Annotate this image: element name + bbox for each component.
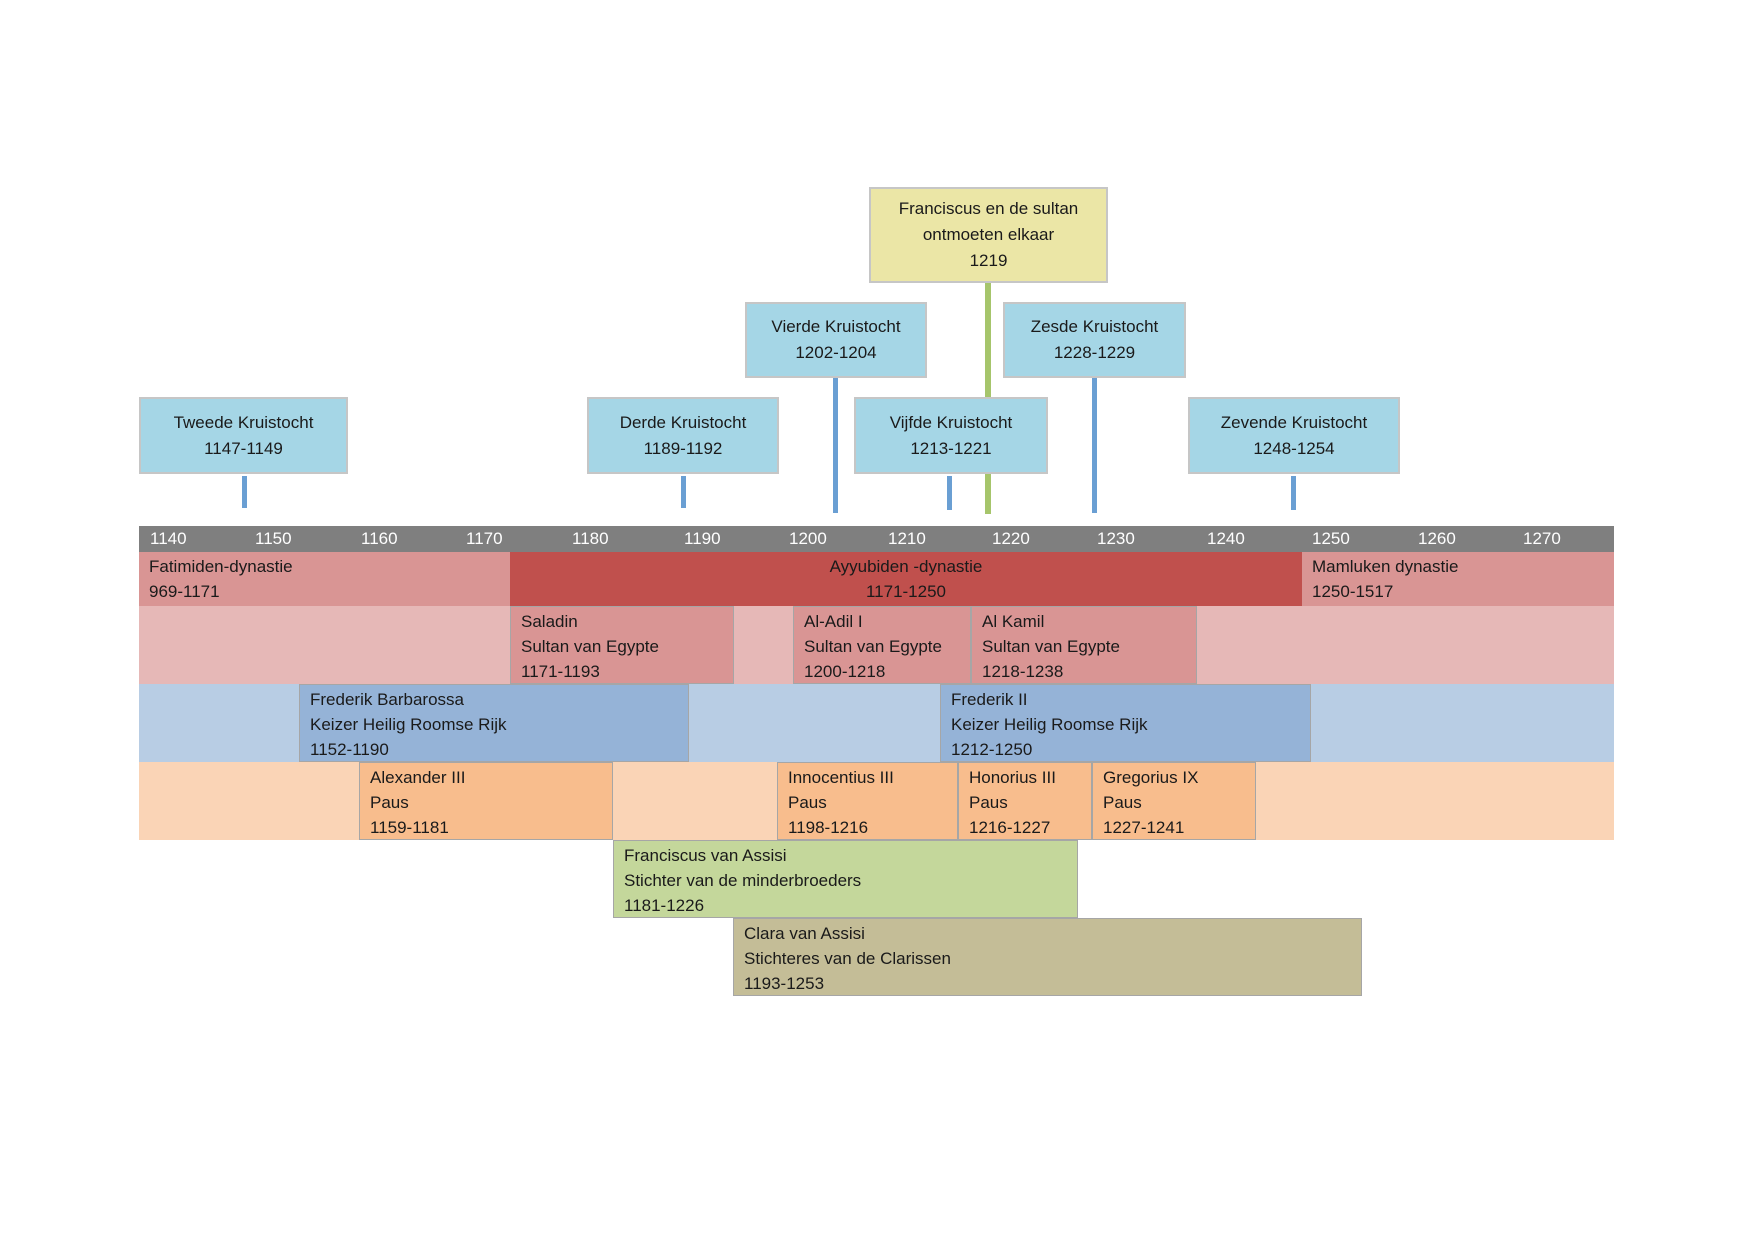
- axis-tick: 1210: [888, 529, 926, 548]
- period-name: Frederik Barbarossa: [310, 690, 465, 709]
- period-role: Paus: [1103, 793, 1142, 812]
- period-name: Saladin: [521, 612, 578, 631]
- period-date: 1171-1193: [521, 662, 600, 681]
- period-fatimids: Fatimiden-dynastie 969-1171: [139, 552, 510, 606]
- period-clara: Clara van Assisi Stichteres van de Clari…: [733, 918, 1362, 996]
- event-date: 1248-1254: [1253, 438, 1335, 458]
- period-role: Keizer Heilig Roomse Rijk: [951, 715, 1148, 734]
- connector-line: [242, 476, 247, 508]
- period-date: 1181-1226: [624, 896, 705, 915]
- period-date: 1218-1238: [982, 662, 1064, 681]
- period-name: Al-Adil I: [804, 612, 863, 631]
- axis-tick: 1160: [361, 529, 398, 548]
- period-al-kamil: Al Kamil Sultan van Egypte 1218-1238: [971, 606, 1197, 684]
- axis-tick: 1140: [150, 529, 187, 548]
- period-mamluks: Mamluken dynastie 1250-1517: [1302, 552, 1614, 606]
- period-name: Fatimiden-dynastie: [149, 557, 293, 576]
- event-date: 1213-1221: [910, 438, 992, 458]
- event-date: 1147-1149: [204, 438, 283, 458]
- event-box: Derde Kruistocht 1189-1192: [587, 397, 779, 474]
- period-date: 1171-1250: [865, 582, 947, 601]
- event-box-meeting: Franciscus en de sultan ontmoeten elkaar…: [869, 187, 1108, 283]
- connector-line: [947, 476, 952, 510]
- period-frederik-barbarossa: Frederik Barbarossa Keizer Heilig Roomse…: [299, 684, 689, 762]
- period-name: Clara van Assisi: [744, 924, 865, 943]
- period-name: Innocentius III: [788, 768, 894, 787]
- time-axis: 1140 1150 1160 1170 1180 1190 1200 1210 …: [139, 526, 1614, 552]
- event-date: 1189-1192: [643, 438, 723, 458]
- connector-line: [681, 476, 686, 508]
- connector-line: [1291, 476, 1296, 510]
- axis-tick: 1190: [684, 529, 721, 548]
- axis-tick: 1220: [992, 529, 1030, 548]
- event-date: 1202-1204: [795, 343, 877, 362]
- period-name: Honorius III: [969, 768, 1056, 787]
- period-date: 1227-1241: [1103, 818, 1185, 837]
- event-box: Tweede Kruistocht 1147-1149: [139, 397, 348, 474]
- event-title: Zevende Kruistocht: [1220, 412, 1368, 432]
- event-box: Vierde Kruistocht 1202-1204: [745, 302, 927, 378]
- period-date: 1250-1517: [1312, 582, 1394, 601]
- period-role: Keizer Heilig Roomse Rijk: [310, 715, 507, 734]
- axis-tick: 1170: [466, 529, 503, 548]
- period-innocentius-iii: Innocentius III Paus 1198-1216: [777, 762, 958, 840]
- event-title: Derde Kruistocht: [619, 412, 747, 432]
- axis-tick: 1150: [255, 529, 292, 548]
- period-role: Paus: [788, 793, 827, 812]
- period-name: Ayyubiden -dynastie: [829, 557, 983, 576]
- period-alexander-iii: Alexander III Paus 1159-1181: [359, 762, 613, 840]
- period-name: Gregorius IX: [1103, 768, 1199, 787]
- event-title: Franciscus en de sultan: [898, 199, 1079, 218]
- period-honorius-iii: Honorius III Paus 1216-1227: [958, 762, 1092, 840]
- event-date: 1219: [969, 251, 1008, 270]
- axis-tick: 1250: [1312, 529, 1350, 548]
- period-role: Paus: [969, 793, 1008, 812]
- period-role: Stichteres van de Clarissen: [744, 949, 951, 968]
- period-date: 1159-1181: [370, 818, 449, 837]
- period-role: Sultan van Egypte: [982, 637, 1120, 656]
- event-title: Tweede Kruistocht: [173, 412, 314, 432]
- period-ayyubids: Ayyubiden -dynastie 1171-1250: [510, 552, 1302, 606]
- period-role: Paus: [370, 793, 409, 812]
- period-date: 1193-1253: [744, 974, 825, 993]
- axis-tick: 1230: [1097, 529, 1135, 548]
- axis-tick: 1180: [572, 529, 609, 548]
- period-date: 1212-1250: [951, 740, 1033, 759]
- period-date: 1198-1216: [788, 818, 869, 837]
- period-role: Sultan van Egypte: [521, 637, 659, 656]
- period-date: 969-1171: [149, 582, 220, 601]
- connector-line: [833, 378, 838, 513]
- period-name: Alexander III: [370, 768, 466, 787]
- axis-tick: 1270: [1523, 529, 1561, 548]
- period-date: 1152-1190: [310, 740, 389, 759]
- event-box: Zevende Kruistocht 1248-1254: [1188, 397, 1400, 474]
- axis-tick: 1240: [1207, 529, 1245, 548]
- axis-tick: 1260: [1418, 529, 1456, 548]
- event-title: ontmoeten elkaar: [922, 225, 1055, 244]
- period-role: Sultan van Egypte: [804, 637, 942, 656]
- event-title: Vierde Kruistocht: [771, 317, 901, 336]
- event-box: Zesde Kruistocht 1228-1229: [1003, 302, 1186, 378]
- period-role: Stichter van de minderbroeders: [624, 871, 862, 890]
- period-date: 1200-1218: [804, 662, 886, 681]
- period-name: Franciscus van Assisi: [624, 846, 787, 865]
- period-al-adil: Al-Adil I Sultan van Egypte 1200-1218: [793, 606, 971, 684]
- event-box: Vijfde Kruistocht 1213-1221: [854, 397, 1048, 474]
- event-title: Zesde Kruistocht: [1030, 317, 1159, 336]
- connector-line: [1092, 378, 1097, 513]
- period-name: Al Kamil: [982, 612, 1045, 631]
- period-saladin: Saladin Sultan van Egypte 1171-1193: [510, 606, 734, 684]
- period-franciscus: Franciscus van Assisi Stichter van de mi…: [613, 840, 1078, 918]
- period-name: Mamluken dynastie: [1312, 557, 1459, 576]
- event-date: 1228-1229: [1053, 343, 1136, 362]
- period-gregorius-ix: Gregorius IX Paus 1227-1241: [1092, 762, 1256, 840]
- period-name: Frederik II: [951, 690, 1028, 709]
- period-frederik-ii: Frederik II Keizer Heilig Roomse Rijk 12…: [940, 684, 1311, 762]
- event-title: Vijfde Kruistocht: [889, 412, 1013, 432]
- period-date: 1216-1227: [969, 818, 1051, 837]
- axis-tick: 1200: [789, 529, 827, 548]
